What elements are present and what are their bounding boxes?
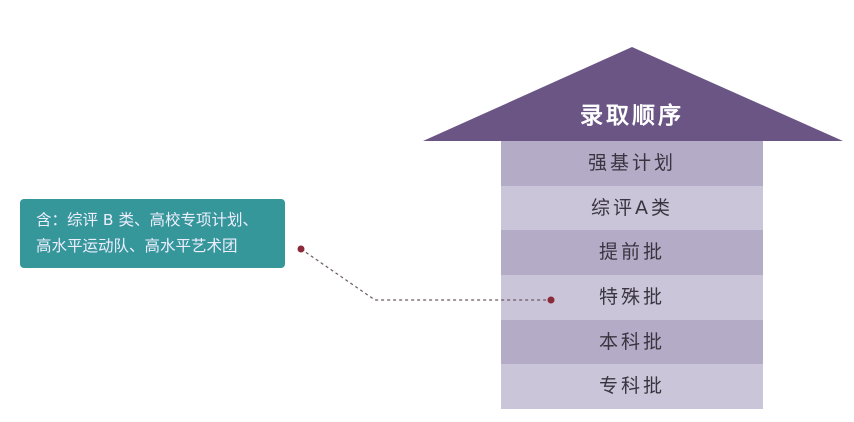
- connector-start-dot: [297, 245, 305, 253]
- connector-end-dot: [547, 296, 555, 304]
- note-line-1: 含：综评 B 类、高校专项计划、: [36, 211, 258, 229]
- diagram-title: 录取顺序: [580, 103, 684, 129]
- row-benke: 本科批: [501, 319, 763, 365]
- note-line-2: 高水平运动队、高水平艺术团: [36, 237, 238, 255]
- note-box: 含：综评 B 类、高校专项计划、 高水平运动队、高水平艺术团: [20, 199, 285, 268]
- row-qiangji: 强基计划: [501, 141, 763, 186]
- row-zhuanke: 专科批: [501, 364, 763, 410]
- row-tiqian: 提前批: [501, 230, 763, 276]
- admission-order-column: 强基计划 综评A类 提前批 特殊批 本科批 专科批: [501, 141, 763, 410]
- row-zongping-a: 综评A类: [501, 185, 763, 231]
- row-teshu: 特殊批: [501, 275, 763, 320]
